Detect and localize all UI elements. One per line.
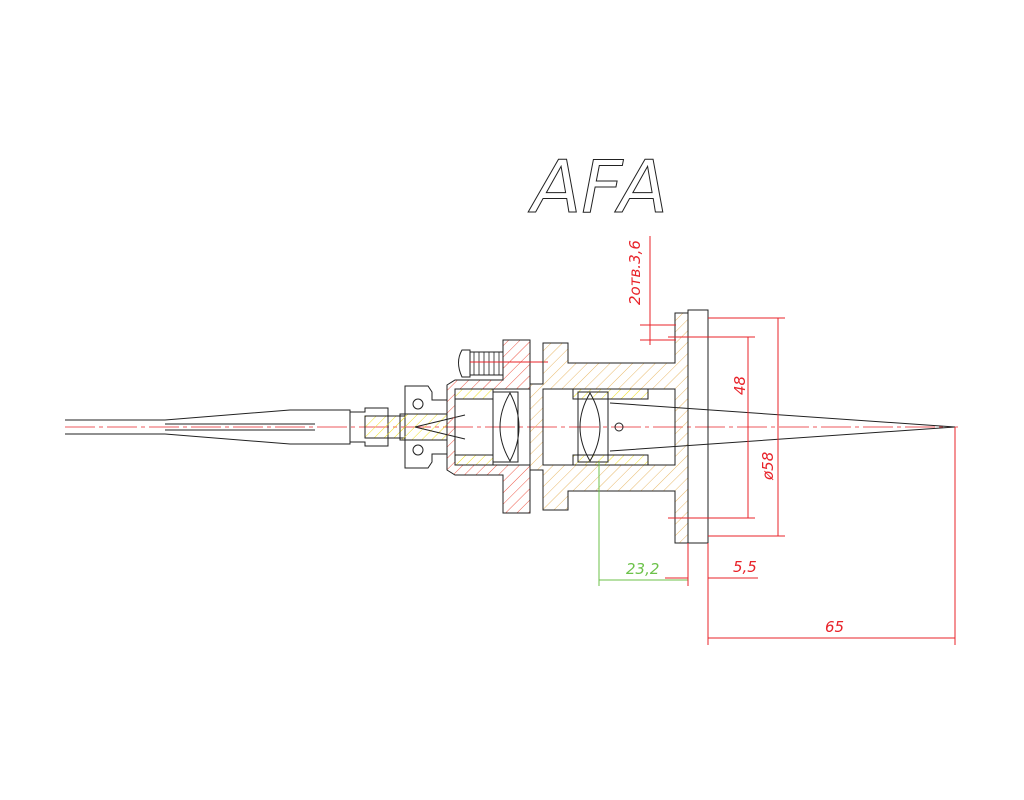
- drawing-title: AFA: [528, 145, 668, 229]
- holes-label: 2отв.3,6: [626, 240, 644, 305]
- dimension-65: 65: [708, 427, 956, 645]
- focal-distance-label: 65: [825, 618, 844, 636]
- lens-2: [577, 391, 609, 463]
- adjustment-screw: [458, 349, 548, 378]
- dimension-holes: 2отв.3,6: [626, 236, 676, 345]
- screw-icon: [412, 444, 424, 456]
- housing: [529, 312, 956, 544]
- lens-holder-body: [446, 339, 531, 514]
- dimension-58: ø58: [708, 317, 785, 537]
- dimension-5-5: 5,5: [665, 543, 758, 645]
- flange-plate: [687, 309, 709, 544]
- outer-diameter-label: ø58: [759, 452, 777, 481]
- pin-icon: [614, 422, 624, 432]
- inner-diameter-label: 48: [731, 376, 749, 395]
- screw-icon: [412, 398, 424, 410]
- dimension-23-2: 23,2: [598, 462, 688, 586]
- dimension-48: 48: [668, 336, 755, 519]
- fiber-connector: [65, 407, 406, 447]
- lens-1: [492, 391, 520, 463]
- mount-fitting: [399, 385, 466, 469]
- lens-to-flange-label: 23,2: [626, 560, 659, 578]
- flange-thickness-label: 5,5: [733, 558, 757, 576]
